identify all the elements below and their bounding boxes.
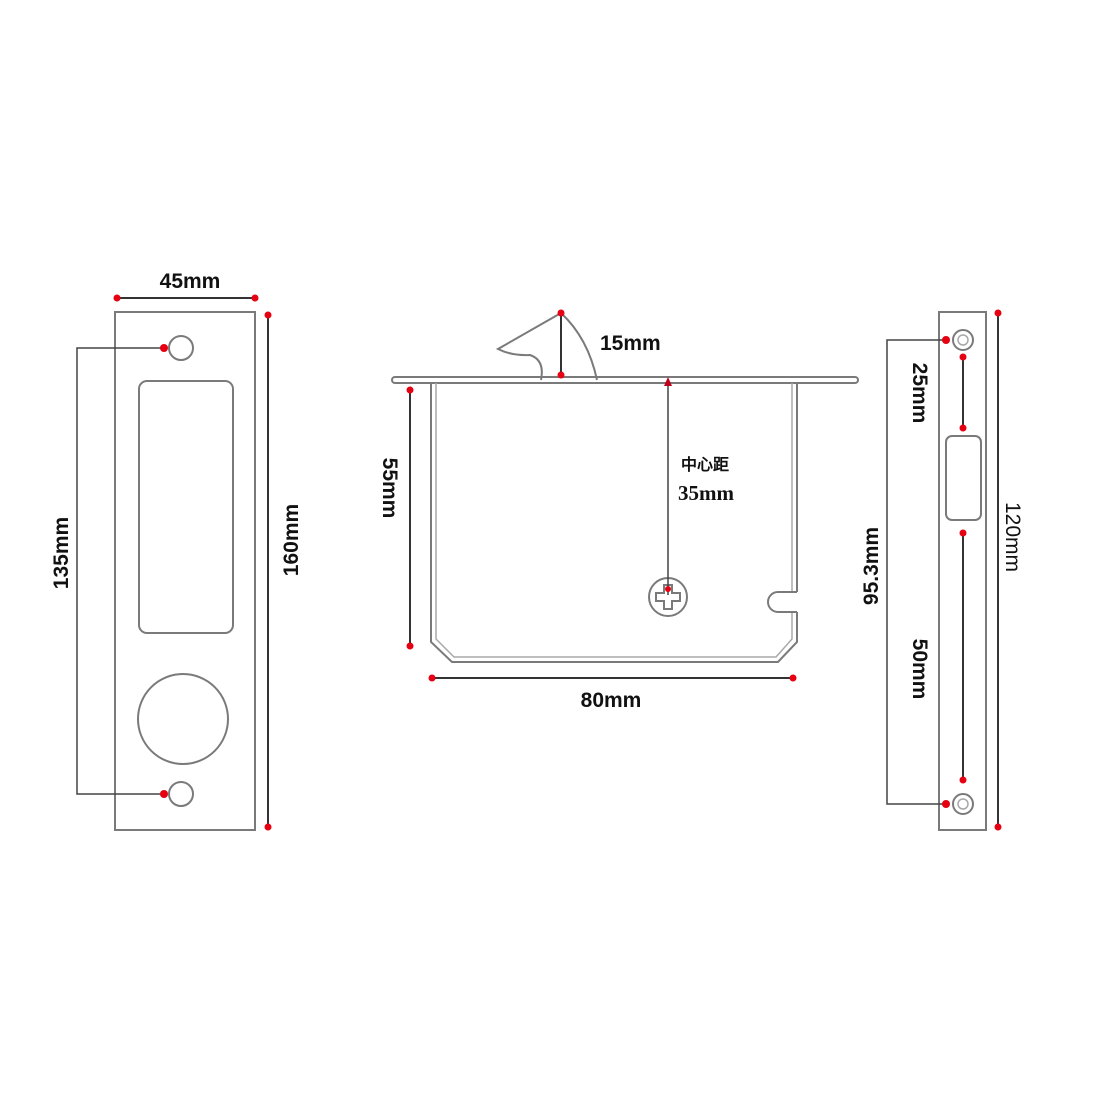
faceplate-view: 45mm 160mm 135mm <box>50 270 303 831</box>
strike-top-screw-hole-inner <box>957 334 969 346</box>
dimension-point-icon <box>557 309 565 317</box>
dimension-point-icon <box>264 311 272 319</box>
lock-body-view: 15mm 55mm 中心距 35mm 80mm <box>378 309 859 712</box>
lock-body-case <box>430 383 798 663</box>
dimension-point-icon <box>942 800 950 808</box>
dimension-point-icon <box>113 294 121 302</box>
dimension-point-icon <box>959 529 967 537</box>
dimension-point-icon <box>789 674 797 682</box>
faceplate-hole-spacing-leader <box>76 347 164 795</box>
dimension-point-icon <box>665 586 671 592</box>
arrow-up-icon <box>664 377 672 386</box>
faceplate-handle-recess <box>138 380 234 634</box>
faceplate-bottom-screw-hole <box>168 781 194 807</box>
strike-bottom-screw-hole-inner <box>957 798 969 810</box>
dimension-point-icon <box>994 309 1002 317</box>
dimension-point-icon <box>428 674 436 682</box>
strike-top-screw-hole <box>952 329 974 351</box>
dimension-point-icon <box>959 353 967 361</box>
dimension-point-icon <box>994 823 1002 831</box>
center-distance-label: 35mm <box>678 481 734 505</box>
dimension-point-icon <box>160 790 168 798</box>
strike-bottom-screw-hole <box>952 793 974 815</box>
dimension-point-icon <box>959 776 967 784</box>
lock-body-flange <box>391 376 859 384</box>
strike-plate-view: 25mm 50mm 95.3mm 120mm <box>860 309 1024 831</box>
faceplate-cylinder-hole <box>137 673 229 765</box>
faceplate-outline <box>114 311 256 831</box>
hook-height-label: 15mm <box>600 332 661 355</box>
lock-hook-bolt <box>495 311 598 381</box>
faceplate-top-screw-hole <box>168 335 194 361</box>
dimension-point-icon <box>406 386 414 394</box>
strike-top-offset-label: 25mm <box>908 363 931 424</box>
center-distance-caption: 中心距 <box>681 455 729 474</box>
body-width-label: 80mm <box>581 689 642 712</box>
lock-body-case-inner <box>435 383 793 658</box>
lock-body-notch <box>767 591 797 613</box>
dimension-point-icon <box>942 336 950 344</box>
faceplate-hole-spacing-label: 135mm <box>50 517 73 589</box>
body-height-label: 55mm <box>378 458 401 519</box>
dimension-point-icon <box>251 294 259 302</box>
dimension-point-icon <box>557 371 565 379</box>
phillips-screw-icon <box>655 584 681 610</box>
dimension-point-icon <box>959 424 967 432</box>
strike-height-label: 120mm <box>1001 502 1024 572</box>
faceplate-width-label: 45mm <box>160 270 221 293</box>
dimension-point-icon <box>160 344 168 352</box>
strike-hole-spacing-leader <box>886 339 946 805</box>
strike-plate-outline <box>938 311 987 831</box>
strike-hole-spacing-label: 95.3mm <box>860 527 883 605</box>
strike-latch-slot <box>945 435 982 521</box>
dimension-point-icon <box>264 823 272 831</box>
dimension-point-icon <box>406 642 414 650</box>
strike-lower-span-label: 50mm <box>908 639 931 700</box>
faceplate-height-label: 160mm <box>280 504 303 576</box>
